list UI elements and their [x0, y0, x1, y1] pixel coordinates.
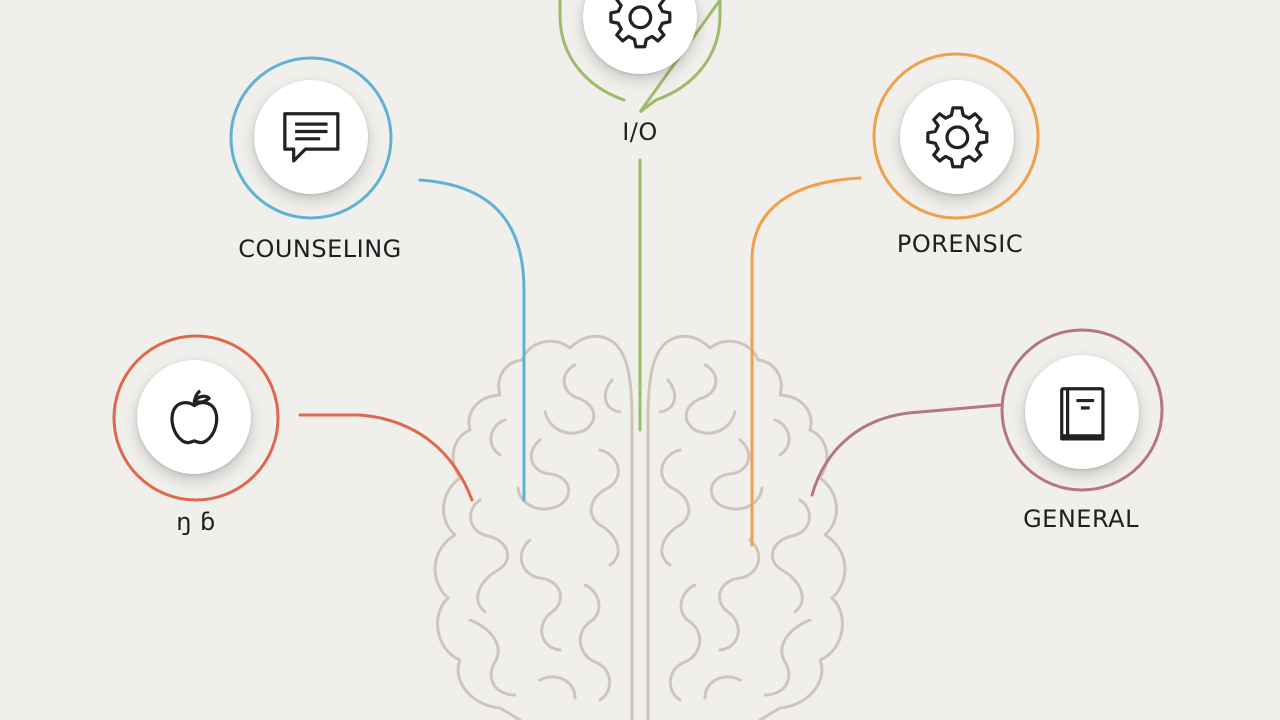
general-ring — [1000, 328, 1164, 492]
gear-icon — [608, 0, 672, 49]
io-ring — [558, 0, 722, 114]
io-label: I/O — [622, 118, 658, 146]
connectors — [112, 0, 1164, 547]
school-label: ŋ ɓ — [176, 508, 216, 536]
general-label: GENERAL — [1023, 505, 1139, 533]
gear-icon — [925, 105, 989, 169]
general-node-disc — [1025, 355, 1139, 469]
forensic-ring — [872, 52, 1040, 220]
forensic-node-disc — [900, 80, 1014, 194]
counseling-label: COUNSELING — [238, 235, 402, 263]
speech-bubble-icon — [282, 111, 340, 163]
counseling-connector — [418, 178, 526, 502]
counseling-ring — [229, 56, 393, 220]
forensic-connector — [750, 176, 862, 547]
school-connector — [298, 413, 474, 502]
brain-illustration — [433, 334, 847, 720]
school-ring — [112, 334, 280, 502]
general-connector — [810, 403, 1002, 497]
counseling-node-disc — [254, 80, 368, 194]
forensic-label: PORENSIC — [896, 230, 1024, 258]
apple-icon — [170, 389, 218, 444]
book-icon — [1059, 386, 1105, 441]
school-node-disc — [137, 360, 251, 474]
